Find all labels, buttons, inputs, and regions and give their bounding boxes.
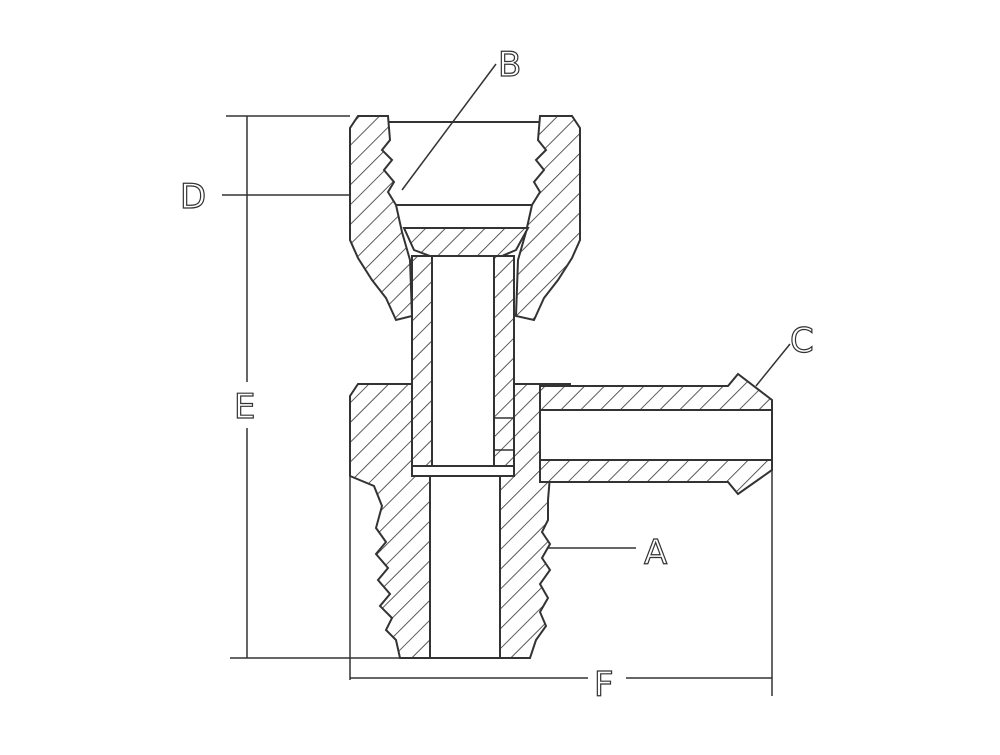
stem-bore bbox=[431, 255, 495, 467]
label-b: B bbox=[498, 45, 521, 85]
lower-body bbox=[349, 383, 571, 659]
label-e: E bbox=[234, 387, 255, 427]
side-barb bbox=[539, 372, 773, 496]
dimension-lines bbox=[222, 63, 791, 696]
lower-bore bbox=[429, 475, 501, 659]
barb-bore bbox=[539, 409, 773, 461]
leader-c bbox=[755, 343, 791, 387]
barb-lower-wall bbox=[539, 459, 773, 496]
labels: A B C D E F bbox=[179, 44, 814, 705]
center-stem bbox=[402, 227, 530, 467]
stem-flare bbox=[402, 227, 530, 257]
upper-nut-left-wall bbox=[349, 115, 414, 322]
upper-nut-right-wall bbox=[514, 115, 581, 322]
label-d: D bbox=[180, 177, 206, 217]
upper-nut bbox=[349, 115, 581, 322]
label-a: A bbox=[644, 533, 667, 573]
stem-right-wall bbox=[493, 255, 515, 467]
label-c: C bbox=[790, 321, 814, 361]
stem-left-wall bbox=[411, 255, 433, 467]
leader-b bbox=[401, 63, 497, 191]
label-f: F bbox=[594, 665, 614, 705]
barb-upper-wall bbox=[539, 372, 773, 411]
